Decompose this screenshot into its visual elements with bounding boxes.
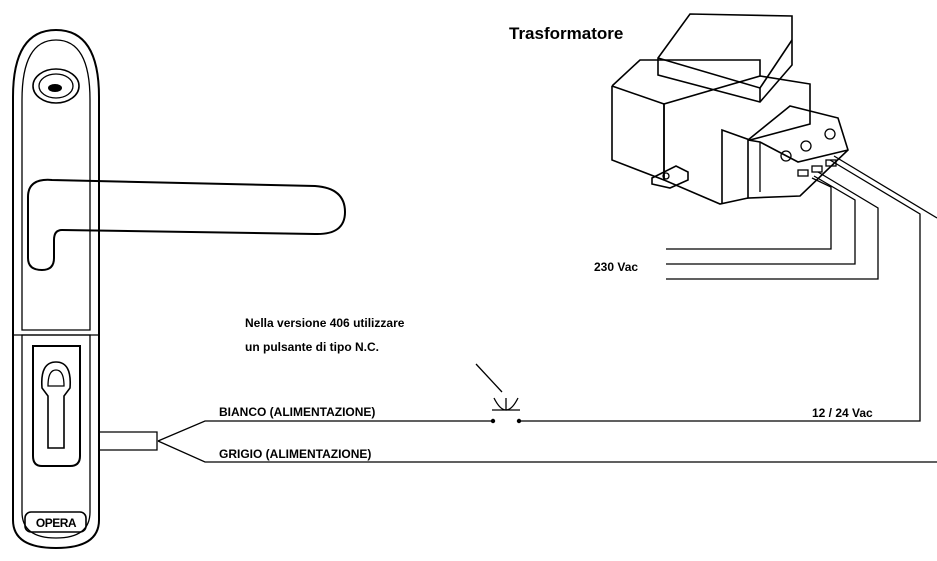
cable-stub: [99, 431, 158, 451]
mains-wires: [666, 171, 879, 280]
wire-grey-label: GRIGIO (ALIMENTAZIONE): [219, 447, 371, 461]
cylinder-icon: [32, 345, 81, 467]
badge-icon: [32, 68, 80, 104]
door-handle: OPERA: [12, 28, 347, 550]
output-wires: [519, 155, 937, 422]
handle-lever: [27, 178, 347, 272]
brand-text: OPERA: [36, 516, 77, 530]
cable-wires: [157, 420, 937, 463]
push-button-icon: [475, 363, 522, 424]
wire-white-label: BIANCO (ALIMENTAZIONE): [219, 405, 375, 419]
brand-logo: OPERA: [24, 511, 87, 533]
transformer-title: Trasformatore: [509, 24, 623, 43]
handle-backplate: [12, 28, 100, 550]
mains-voltage-label: 230 Vac: [594, 260, 638, 274]
transformer-icon: [611, 13, 849, 205]
note-line-2: un pulsante di tipo N.C.: [245, 340, 379, 354]
note-line-1: Nella versione 406 utilizzare: [245, 316, 405, 330]
output-voltage-label: 12 / 24 Vac: [812, 406, 873, 420]
